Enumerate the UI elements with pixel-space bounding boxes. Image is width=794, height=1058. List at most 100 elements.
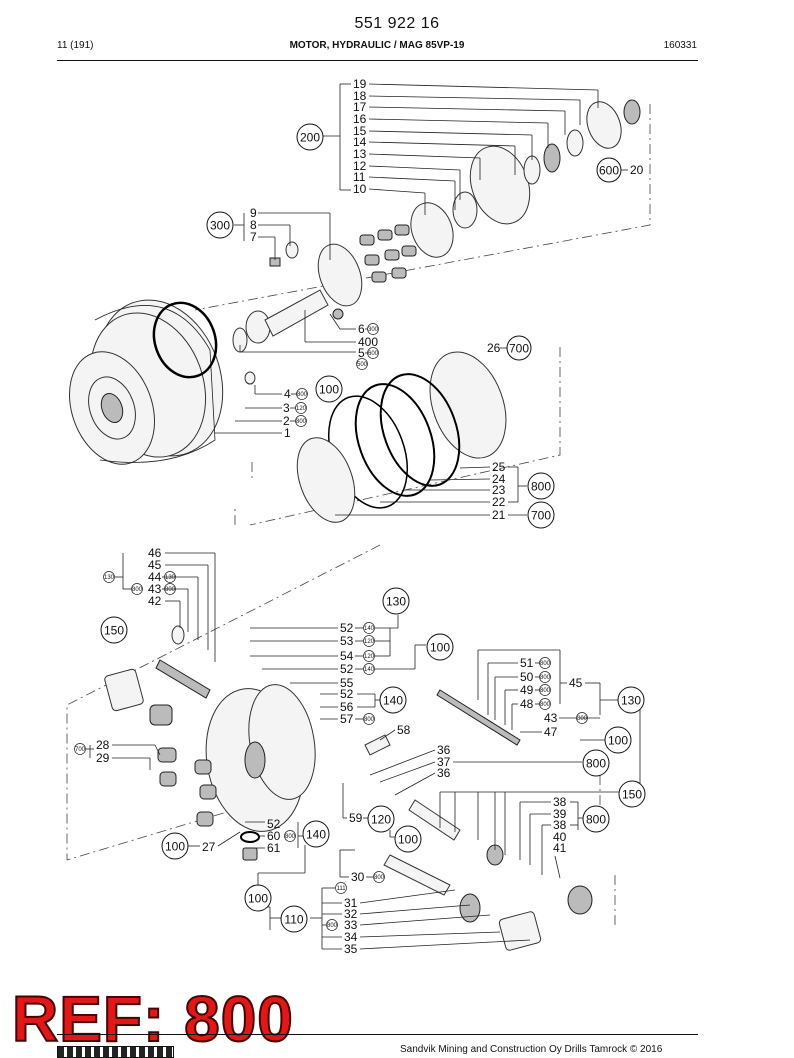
part-number-4-ref-circle bbox=[296, 388, 308, 400]
part-number-5-ref-circle bbox=[367, 347, 379, 359]
callout-circle-c140b bbox=[302, 820, 330, 848]
callout-label-c100e: 100 bbox=[165, 840, 185, 854]
valve-spool bbox=[436, 689, 521, 746]
callout-circle-c120 bbox=[367, 805, 395, 833]
ref-28-ref-circle bbox=[74, 743, 86, 755]
assembly-axis-bottom bbox=[66, 544, 381, 861]
valve-sleeve bbox=[408, 799, 461, 841]
callout-circle-c700b bbox=[527, 501, 555, 529]
part-number-56-6: 56 bbox=[340, 700, 354, 714]
callout-circle-c150b bbox=[618, 780, 646, 808]
callout-label-c140a: 140 bbox=[383, 694, 403, 708]
assembly-axis-mid2 bbox=[234, 462, 253, 525]
o-ring bbox=[152, 301, 218, 379]
pn-57-7-ref: 800 bbox=[364, 717, 375, 723]
assembly-axis-mid bbox=[249, 347, 561, 526]
cap-nut bbox=[171, 625, 185, 645]
pn-51-r0-ref-circle bbox=[539, 657, 551, 669]
callout-circle-c700a bbox=[506, 335, 532, 361]
ref-44-ref-circle bbox=[103, 571, 115, 583]
end-bearing bbox=[623, 99, 641, 125]
callout-circle-c130b bbox=[617, 686, 645, 714]
ref-33-ref-circle bbox=[326, 919, 338, 931]
pn-50-r1-ref: 800 bbox=[540, 675, 551, 681]
pn-51-r0-ref: 800 bbox=[540, 661, 551, 667]
part-number-3-ref-circle bbox=[295, 402, 307, 414]
part-number-7: 7 bbox=[250, 230, 257, 244]
callout-label-c100b: 100 bbox=[430, 641, 450, 655]
callout-circle-c110 bbox=[280, 905, 308, 933]
part-number-47-r6: 47 bbox=[544, 725, 558, 739]
part-number-54-2: 54 bbox=[340, 649, 354, 663]
ref-stamp: REF: 800 bbox=[11, 982, 294, 1056]
part-number-4: 4 bbox=[284, 387, 291, 401]
part-number-10: 10 bbox=[353, 182, 367, 196]
part-number-49-r2: 49 bbox=[520, 683, 534, 697]
part-number-52-0: 52 bbox=[340, 621, 354, 635]
pn-52-0-ref-circle bbox=[363, 622, 375, 634]
o-ring-60 bbox=[240, 831, 260, 843]
adjuster-knob bbox=[567, 885, 593, 915]
callout-circle-c800b bbox=[582, 749, 610, 777]
part-number-4-ref: 800 bbox=[297, 392, 308, 398]
part-number-50-r1: 50 bbox=[520, 670, 534, 684]
pn-50-r1-ref-circle bbox=[539, 671, 551, 683]
callout-circle-c140a bbox=[379, 686, 407, 714]
callout-label-c800b: 800 bbox=[586, 757, 606, 771]
ref-111-ref: 111 bbox=[336, 886, 346, 892]
part-number-17: 17 bbox=[353, 100, 367, 114]
plug-61 bbox=[242, 847, 258, 861]
part-number-ref-500-ref: 500 bbox=[357, 362, 368, 368]
part-number-16: 16 bbox=[353, 112, 367, 126]
part-number-14: 14 bbox=[353, 135, 367, 149]
motor-housing bbox=[68, 299, 224, 465]
callout-circle-c130a bbox=[382, 587, 410, 615]
flange-block bbox=[104, 668, 144, 712]
ref-28-ref: 700 bbox=[75, 747, 86, 753]
callout-circle-c800c bbox=[582, 805, 610, 833]
part-number-44: 44 bbox=[148, 570, 162, 584]
part-number-28: 28 bbox=[96, 738, 110, 752]
part-number-43-r5: 43 bbox=[544, 711, 558, 725]
pn-48-r3-ref-circle bbox=[539, 698, 551, 710]
pn-49-r2-ref: 800 bbox=[540, 688, 551, 694]
ref-44-ref: 130 bbox=[104, 575, 115, 581]
callout-label-c700a: 700 bbox=[509, 342, 529, 356]
part-number-52-3: 52 bbox=[340, 662, 354, 676]
ref-43-ref-circle bbox=[131, 583, 143, 595]
valve-housing bbox=[205, 684, 316, 832]
part-number-32: 32 bbox=[344, 907, 358, 921]
callout-label-c150a: 150 bbox=[104, 624, 124, 638]
part-number-35: 35 bbox=[344, 942, 358, 956]
pn-52-3-ref: 140 bbox=[364, 667, 375, 673]
callout-label-c100c: 100 bbox=[608, 734, 628, 748]
part-number-55-4: 55 bbox=[340, 676, 354, 690]
part-number-36-1: 37 bbox=[437, 755, 451, 769]
callout-circle-c150a bbox=[100, 616, 128, 644]
part-number-30: 30 bbox=[351, 870, 365, 884]
ref-60-ref: 800 bbox=[285, 834, 296, 840]
document-title: MOTOR, HYDRAULIC / MAG 85VP-19 bbox=[289, 40, 465, 51]
part-number-38-2: 38 bbox=[553, 818, 567, 832]
part-number-20: 20 bbox=[630, 163, 644, 177]
cover-plate bbox=[586, 101, 622, 149]
end-plate bbox=[317, 243, 363, 307]
assembly-axis-right bbox=[599, 760, 616, 925]
brake-disc bbox=[296, 437, 356, 523]
ref-60-ref-circle bbox=[284, 830, 296, 842]
part-number-38-4: 41 bbox=[553, 841, 567, 855]
part-number-58-8: 58 bbox=[397, 723, 411, 737]
callout-label-c300: 300 bbox=[210, 219, 230, 233]
part-number-38-3: 40 bbox=[553, 830, 567, 844]
part-number-2: 2 bbox=[283, 414, 290, 428]
part-number-2-ref-circle bbox=[295, 415, 307, 427]
ref-30-ref-circle bbox=[373, 871, 385, 883]
part-number-59: 59 bbox=[349, 811, 363, 825]
callout-label-c700b: 700 bbox=[531, 509, 551, 523]
part-number-18: 18 bbox=[353, 89, 367, 103]
part-number-48-r3: 48 bbox=[520, 697, 534, 711]
shuttle-shaft bbox=[155, 659, 211, 699]
part-number-43-ref: 800 bbox=[165, 587, 176, 593]
